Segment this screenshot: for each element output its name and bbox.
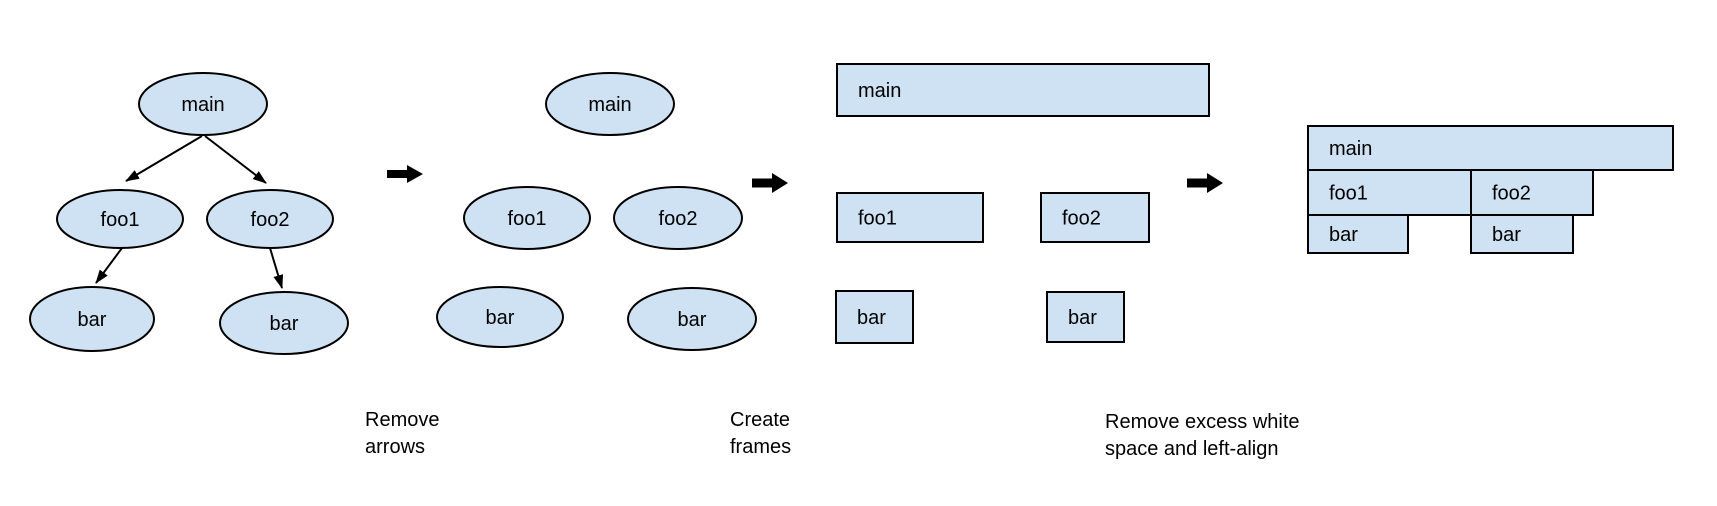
- call-edge-arrow: [125, 135, 203, 182]
- call-edge-arrow: [204, 135, 267, 184]
- call-tree-node-foo1: [56, 189, 184, 249]
- frames-frame-main: [836, 63, 1210, 117]
- node-label: foo2: [659, 208, 698, 230]
- stage-call-tree: main foo1 foo2 bar bar: [29, 72, 349, 355]
- transition-arrow-icon: [752, 173, 788, 193]
- node-label: foo1: [508, 208, 547, 230]
- stage-flame-graph: main foo1 foo2 bar bar: [1307, 125, 1674, 254]
- node-label: bar: [270, 313, 299, 335]
- step-caption: Remove excess white space and left-align: [1105, 411, 1300, 460]
- node-label: bar: [78, 309, 107, 331]
- node-label: bar: [486, 307, 515, 329]
- call-tree-node-bar: [29, 286, 155, 352]
- call-tree-node-bar: [219, 291, 349, 355]
- no-arrows-node-foo1: [463, 186, 591, 250]
- frame-label: main: [858, 80, 901, 102]
- step-caption: Create frames: [730, 409, 792, 458]
- frames-frame-foo1: [836, 192, 984, 243]
- call-edge-arrow: [95, 247, 123, 284]
- no-arrows-node-foo2: [613, 186, 743, 250]
- stage-frames: main foo1 foo2 bar bar: [835, 63, 1210, 344]
- node-label: main: [588, 94, 631, 116]
- node-label: main: [181, 94, 224, 116]
- step-caption: Remove arrows: [365, 409, 440, 458]
- no-arrows-node-main: [545, 72, 675, 136]
- frame-label: bar: [857, 307, 886, 329]
- frame-label: foo2: [1492, 183, 1531, 205]
- no-arrows-node-bar: [436, 286, 564, 348]
- frame-label: main: [1329, 138, 1372, 160]
- flame-graph-frame-main: [1307, 125, 1674, 171]
- transition-arrow-icon: [387, 165, 423, 183]
- flame-graph-frame-bar: [1307, 214, 1409, 254]
- frame-label: foo2: [1062, 208, 1101, 230]
- frame-label: foo1: [1329, 183, 1368, 205]
- frames-frame-bar: [835, 290, 914, 344]
- flame-graph-frame-bar: [1470, 214, 1574, 254]
- frames-frame-foo2: [1040, 192, 1150, 243]
- node-label: foo2: [251, 209, 290, 231]
- node-label: foo1: [101, 209, 140, 231]
- frame-label: bar: [1068, 307, 1097, 329]
- stage-no-arrows: main foo1 foo2 bar bar: [436, 72, 757, 351]
- flame-graph-frame-foo2: [1470, 169, 1594, 216]
- node-label: bar: [678, 309, 707, 331]
- call-tree-node-foo2: [206, 189, 334, 249]
- frames-frame-bar: [1046, 291, 1125, 343]
- no-arrows-node-bar: [627, 287, 757, 351]
- transition-arrow-icon: [1187, 173, 1223, 193]
- frame-label: bar: [1492, 224, 1521, 246]
- frame-label: bar: [1329, 224, 1358, 246]
- frame-label: foo1: [858, 208, 897, 230]
- call-edge-arrow: [269, 247, 284, 289]
- call-tree-node-main: [138, 72, 268, 136]
